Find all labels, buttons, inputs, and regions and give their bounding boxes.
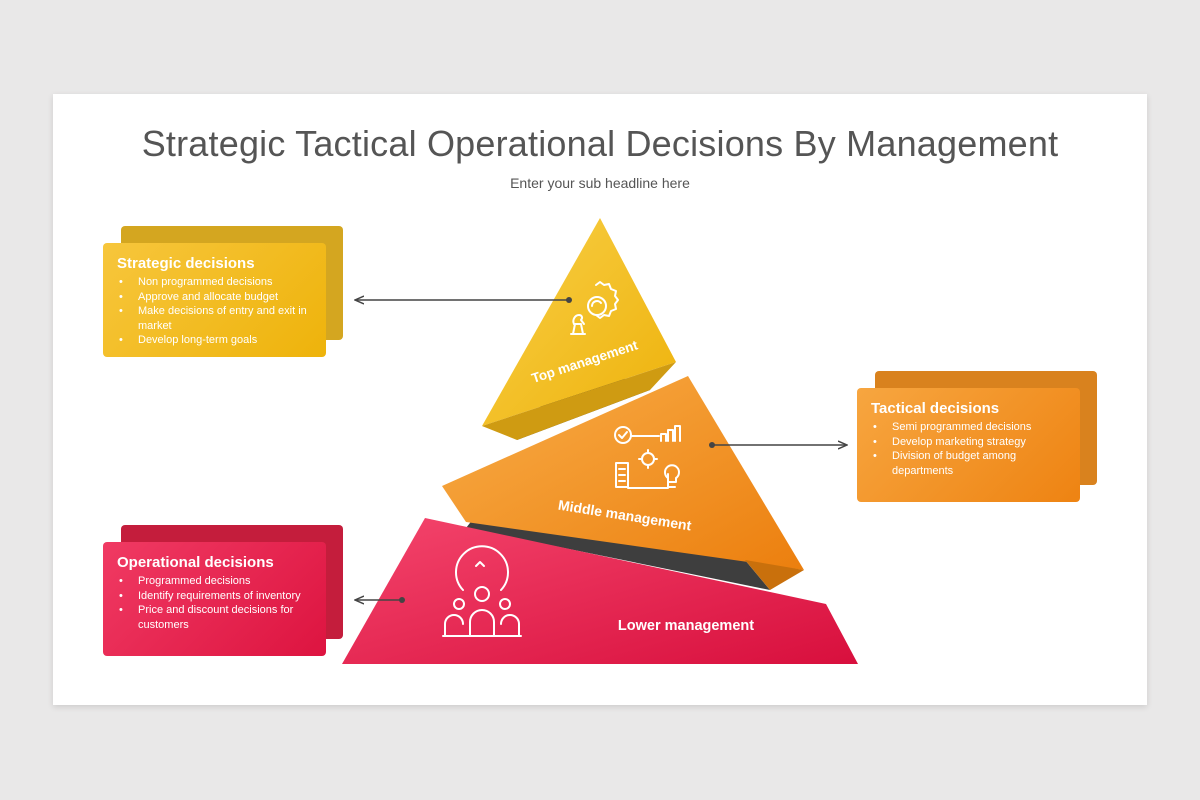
list-item: Semi programmed decisions (871, 420, 1066, 435)
tactical-card-list: Semi programmed decisions Develop market… (871, 420, 1066, 478)
page-subtitle: Enter your sub headline here (510, 175, 690, 191)
tactical-connector-dot (709, 442, 715, 448)
list-item: Price and discount decisions for custome… (117, 603, 312, 632)
strategic-card-title: Strategic decisions (117, 255, 255, 272)
list-item: Develop long-term goals (117, 333, 312, 348)
lower-tier-label: Lower management (618, 618, 754, 634)
list-item: Identify requirements of inventory (117, 589, 312, 604)
operational-connector-dot (399, 597, 405, 603)
tactical-decisions-card: Tactical decisions Semi programmed decis… (857, 388, 1080, 502)
strategic-connector-dot (566, 297, 572, 303)
chess-strategy-gear-icon (570, 281, 619, 335)
strategic-decisions-card: Strategic decisions Non programmed decis… (103, 243, 326, 357)
strategic-card-list: Non programmed decisions Approve and all… (117, 275, 312, 348)
middle-management-tier: Middle management (442, 376, 804, 590)
operational-card-list: Programmed decisions Identify requiremen… (117, 574, 312, 632)
tactical-card-title: Tactical decisions (871, 400, 1000, 417)
list-item: Non programmed decisions (117, 275, 312, 290)
list-item: Division of budget among departments (871, 449, 1066, 478)
list-item: Develop marketing strategy (871, 435, 1066, 450)
list-item: Approve and allocate budget (117, 290, 312, 305)
operational-card-title: Operational decisions (117, 554, 274, 571)
page-title: Strategic Tactical Operational Decisions… (141, 123, 1059, 164)
operational-decisions-card: Operational decisions Programmed decisio… (103, 542, 326, 656)
workflow-planning-icon (614, 425, 681, 489)
lower-management-tier: Lower management (342, 518, 858, 664)
list-item: Make decisions of entry and exit in mark… (117, 304, 312, 333)
team-gear-icon (442, 545, 522, 637)
list-item: Programmed decisions (117, 574, 312, 589)
top-management-tier: Top management (482, 218, 676, 440)
